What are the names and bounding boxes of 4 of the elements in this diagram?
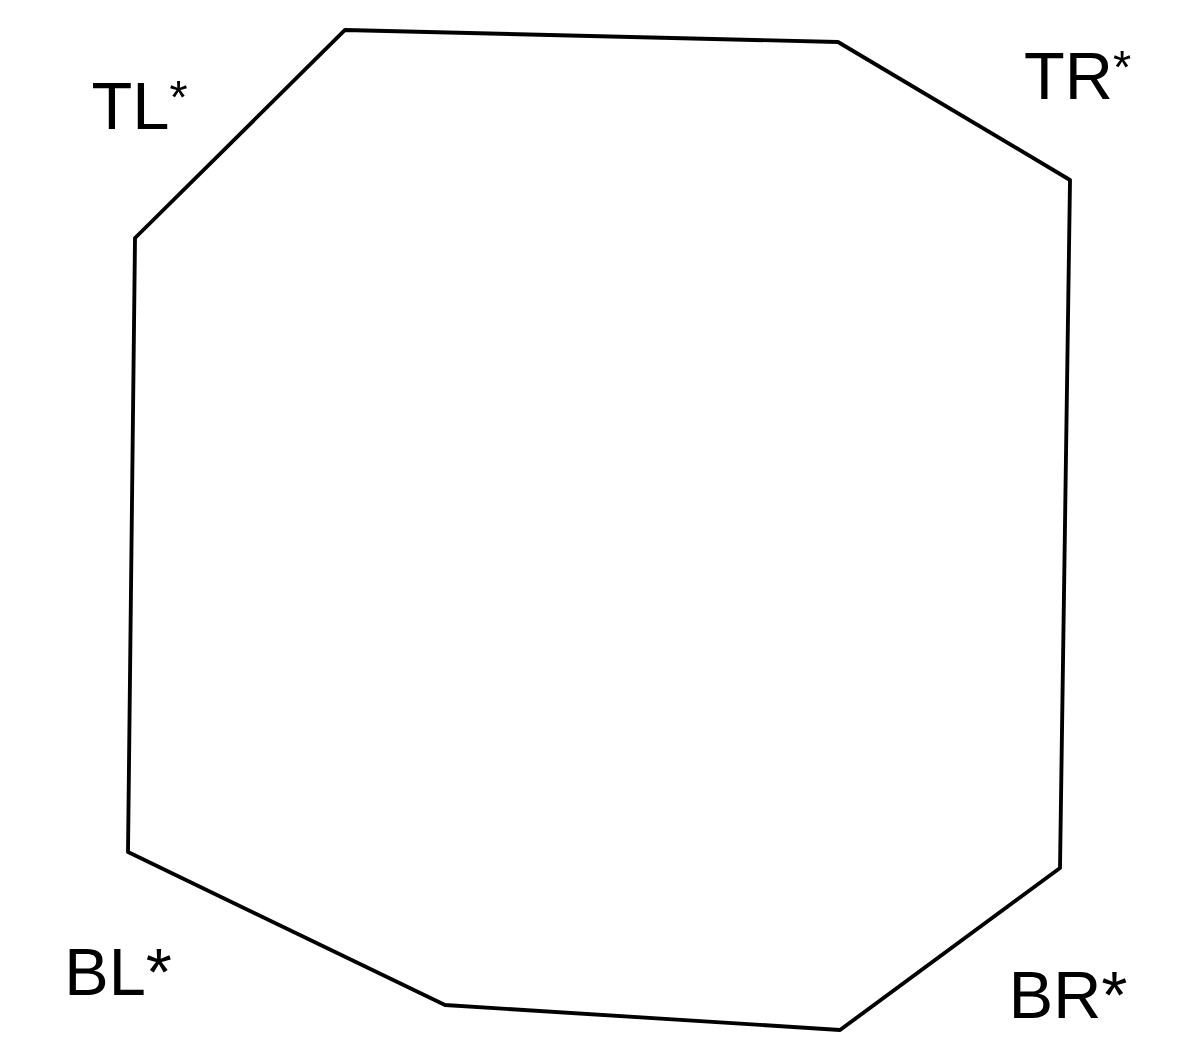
corner-label: TL$^{*}$ xyxy=(93,81,187,129)
corner-label: BR* xyxy=(1014,972,1127,1018)
corner-label: BL* xyxy=(69,949,171,995)
corner-label: TR$^{*}$ xyxy=(1025,51,1131,99)
